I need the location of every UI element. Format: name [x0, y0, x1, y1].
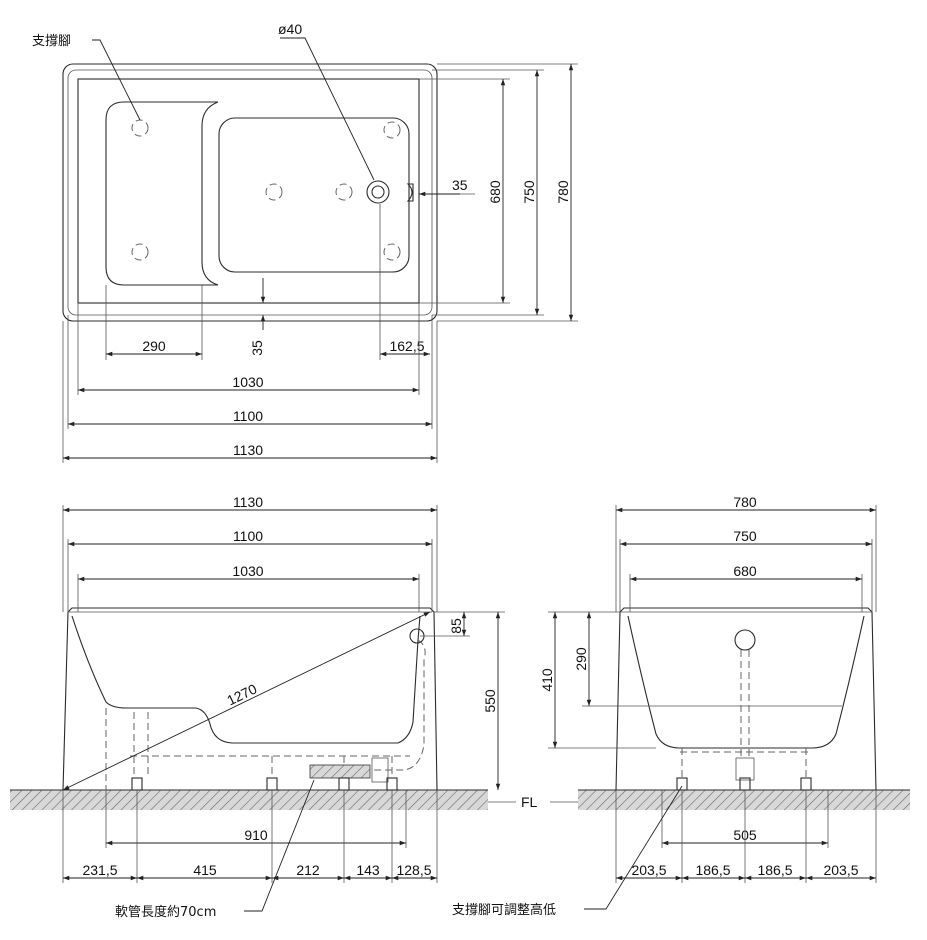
dim-top-680: 680: [487, 180, 503, 204]
foot-marker: [383, 243, 401, 261]
foot: [800, 777, 812, 791]
dim-top-1130: 1130: [233, 442, 263, 458]
dim-side-212: 212: [296, 862, 320, 878]
dim-top-290: 290: [142, 338, 166, 354]
end-basin-curve: [627, 615, 865, 749]
dim-end-680: 680: [733, 563, 757, 579]
drain-outer: [366, 180, 390, 204]
dim-end-186-5-right: 186,5: [757, 862, 792, 878]
dim-side-128-5: 128,5: [396, 862, 431, 878]
dim-end-780: 780: [733, 494, 757, 510]
foot: [338, 777, 350, 791]
dim-top-35-bottom: 35: [249, 340, 265, 356]
side-view: 1270 1130 1100 1030 85 550 910: [62, 494, 505, 920]
dim-end-410: 410: [539, 668, 555, 692]
adjustable-feet-label: 支撐腳可調整高低: [452, 902, 556, 918]
side-drain-pipe: [312, 639, 426, 771]
drain-diameter-label: ø40: [278, 21, 302, 37]
dim-top-750: 750: [521, 180, 537, 204]
end-view: 780 750 680 410 290 505 203,5 186,5 18: [452, 494, 877, 918]
dim-end-750: 750: [733, 528, 757, 544]
drain-inner: [371, 185, 385, 199]
side-basin-curve: [71, 615, 421, 744]
tub-basin-outline: [77, 78, 420, 304]
tub-outer-rim: [62, 63, 438, 322]
hose-leader: [244, 779, 315, 912]
end-trap: [735, 757, 755, 781]
dim-diagonal-1270: [62, 611, 431, 791]
foot: [386, 777, 398, 791]
foot: [131, 777, 143, 791]
floor-level-label: FL: [521, 794, 538, 810]
support-feet-label: 支撐腳: [32, 34, 71, 49]
floor: FL: [10, 789, 910, 810]
dim-top-1030: 1030: [232, 374, 263, 390]
side-feet: [131, 777, 398, 791]
dim-side-231-5: 231,5: [82, 862, 117, 878]
dim-side-1030: 1030: [232, 563, 263, 579]
end-drain-pipe: [680, 650, 812, 758]
foot-marker: [265, 183, 283, 201]
dim-end-203-5-left: 203,5: [631, 862, 666, 878]
support-feet-leader: [92, 39, 141, 121]
foot-marker: [335, 183, 353, 201]
dim-top-1100: 1100: [233, 408, 263, 424]
dim-side-415: 415: [193, 862, 217, 878]
dim-top-162-5: 162,5: [389, 338, 424, 354]
dim-side-550: 550: [482, 689, 498, 713]
foot: [676, 777, 688, 791]
dim-side-1100: 1100: [233, 528, 263, 544]
dim-side-1130: 1130: [233, 494, 263, 510]
seat-area: [105, 101, 219, 286]
dim-top-35-right: 35: [452, 177, 468, 193]
dim-end-290: 290: [573, 647, 589, 671]
floor-hatch-right: [578, 790, 910, 810]
dim-side-85: 85: [448, 618, 464, 634]
dim-side-910: 910: [244, 827, 268, 843]
top-view: 支撐腳 ø40 680 750 780 35 35 290 162,5: [32, 21, 578, 463]
dim-end-186-5-left: 186,5: [695, 862, 730, 878]
hose-length-label: 軟管長度約70cm: [115, 904, 216, 920]
end-overflow: [734, 629, 756, 651]
dim-end-203-5-right: 203,5: [823, 862, 858, 878]
dim-side-1270: 1270: [224, 680, 259, 708]
floor-hatch-left: [10, 790, 488, 810]
foot-marker: [131, 243, 149, 261]
drain-leader: [280, 37, 375, 181]
foot-marker: [383, 121, 401, 139]
foot-marker: [131, 119, 149, 137]
tub-rim-inner-line: [67, 69, 433, 316]
dim-top-780: 780: [555, 180, 571, 204]
basin-floor: [218, 117, 410, 273]
adjustable-feet-leader: [584, 785, 683, 910]
end-shell-outline: [615, 607, 877, 791]
dim-side-143: 143: [356, 862, 380, 878]
flex-hose: [309, 764, 371, 779]
overflow-fitting: [406, 183, 414, 202]
foot: [266, 777, 278, 791]
support-foot-markers: [131, 119, 401, 261]
